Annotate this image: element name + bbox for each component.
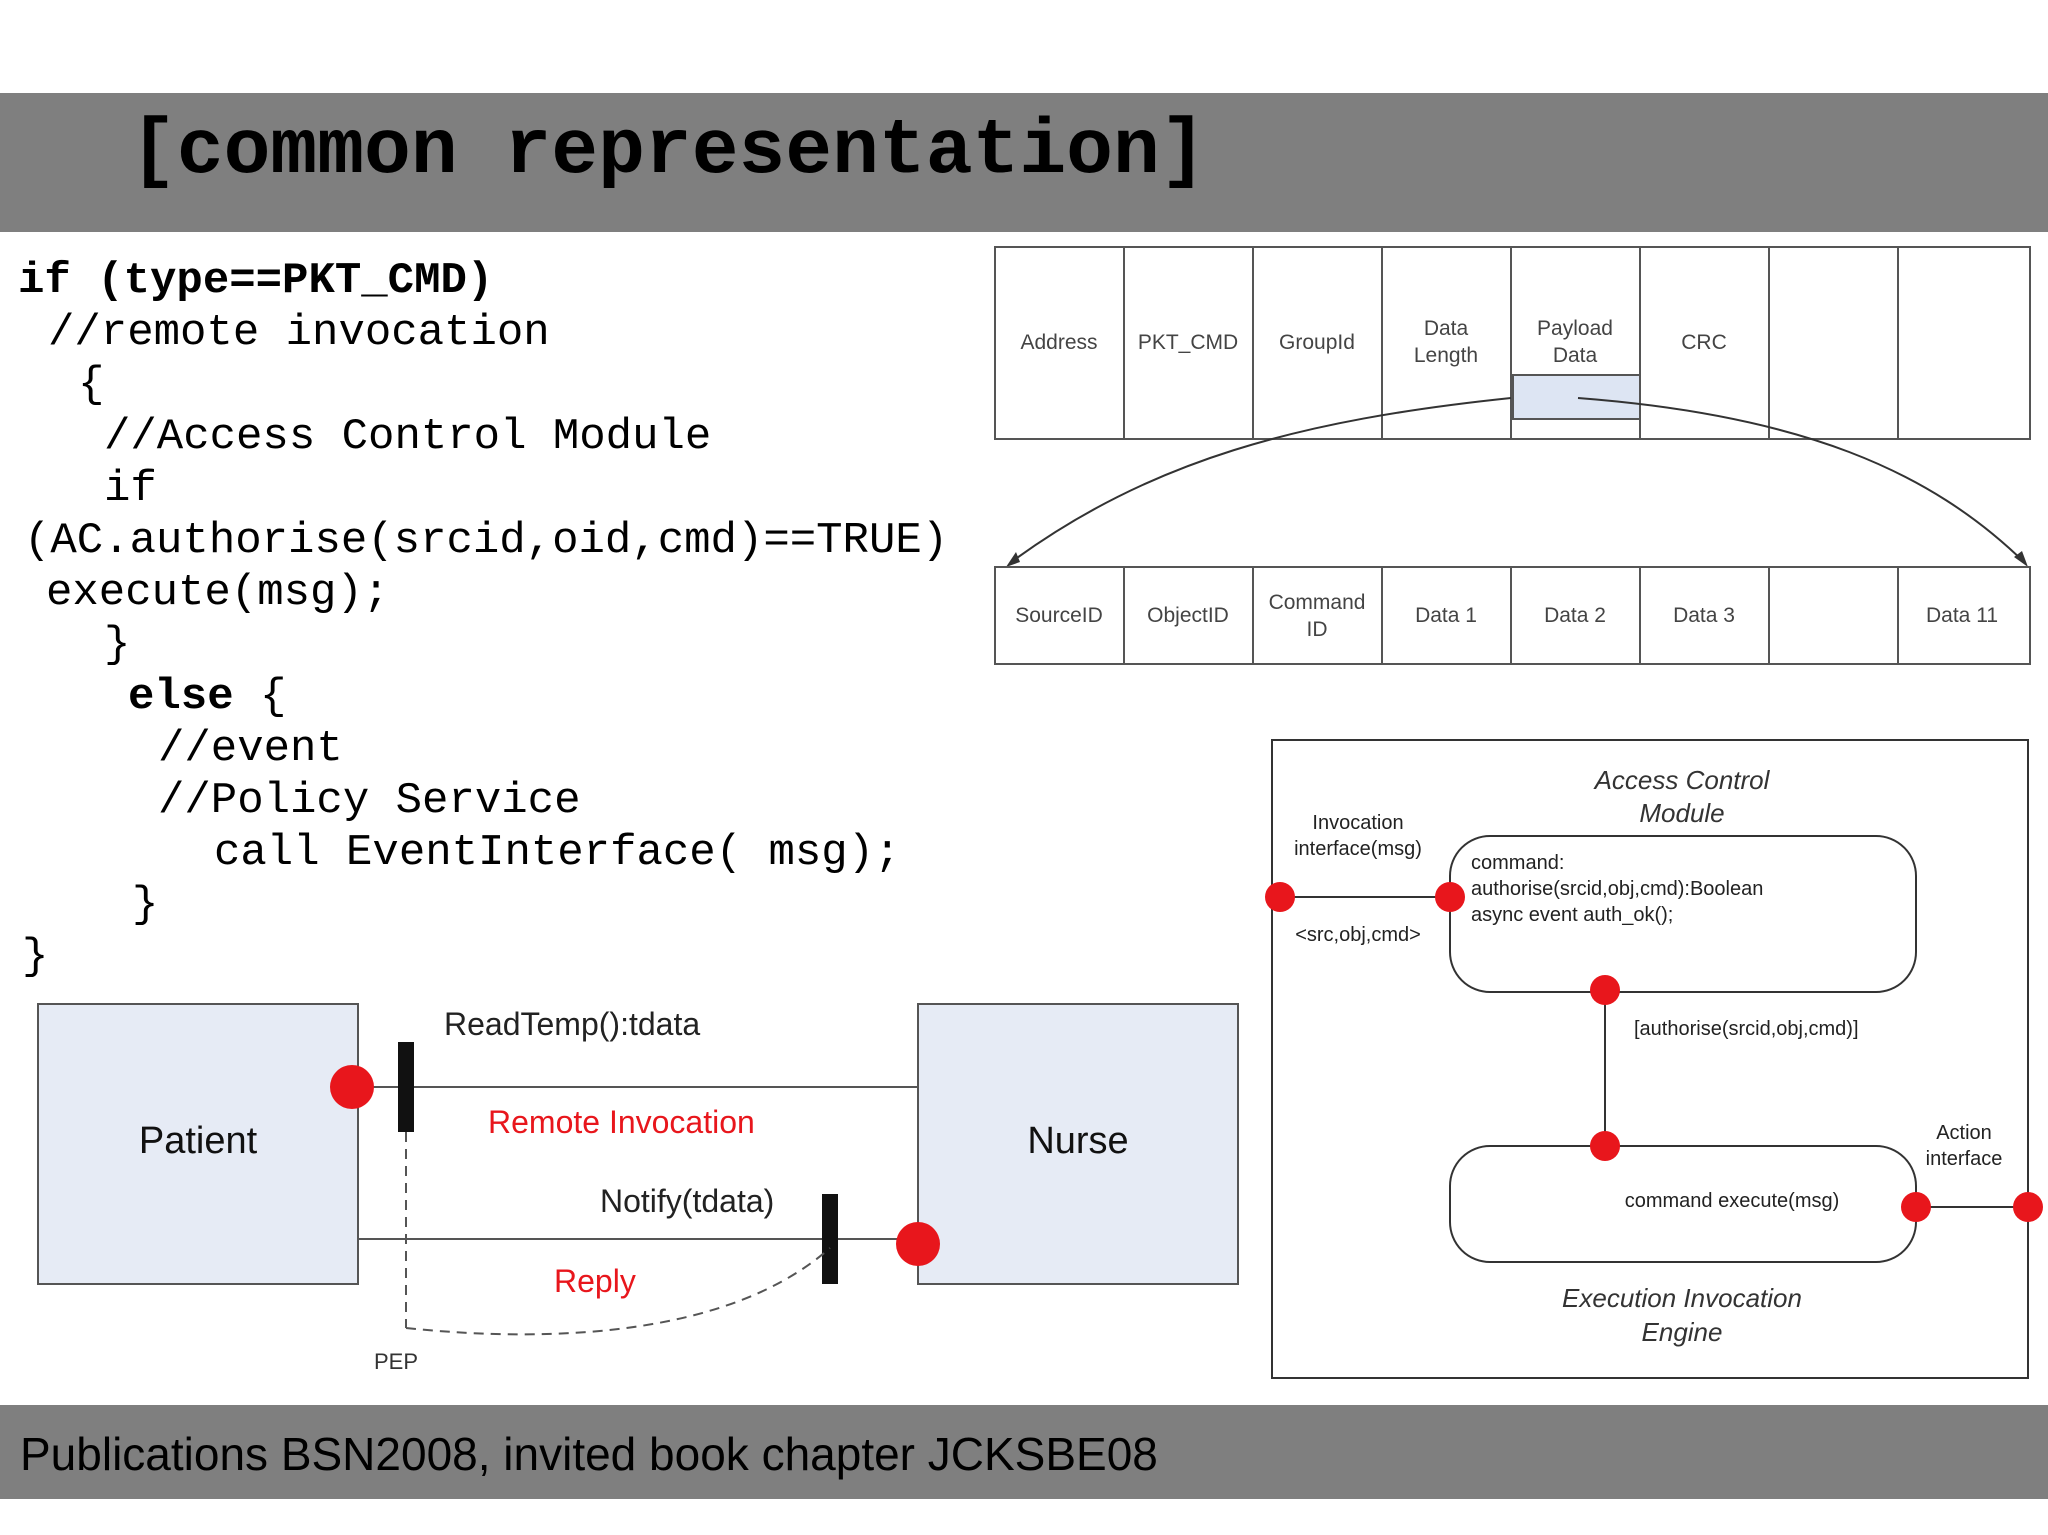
nurse-box [917,1003,1239,1285]
code-line: //Policy Service [158,776,581,826]
acm-event-line: async event auth_ok(); [1471,904,1673,926]
reply-dashed-curve [405,1247,831,1336]
reply-label: Reply [554,1263,636,1299]
pep-label: PEP [374,1349,418,1374]
acm-title: Access Control [1593,765,1771,795]
packet-field-groupid: GroupId [1279,331,1355,354]
packet-field-data-11: Data 11 [1926,604,1998,627]
execute-command-label: command execute(msg) [1625,1190,1840,1212]
packet-field-data-1: Data 1 [1415,604,1477,627]
payload-highlight [1512,374,1641,420]
guard-label: [authorise(srcid,obj,cmd)] [1634,1018,1859,1040]
acm-authorise-line: authorise(srcid,obj,cmd):Boolean [1471,878,1763,900]
engine-title: Engine [1642,1317,1723,1347]
packet-bottom-row [994,566,2031,665]
code-line: { [78,360,105,410]
arrow-head [2014,551,2028,567]
invocation-interface-label: interface(msg) [1294,838,1422,860]
engine-title: Execution Invocation [1562,1283,1802,1313]
nurse-label: Nurse [1027,1120,1128,1162]
pep-bar-left [398,1042,414,1132]
code-line: } [132,880,159,930]
code-line: //remote invocation [48,308,550,358]
packet-field-data-2: Data 2 [1544,604,1606,627]
engine-out-port-icon [1901,1192,1931,1222]
invocation-port-icon [1265,882,1295,912]
acm-title: Module [1639,798,1724,828]
acm-box [1449,835,1917,993]
packet-field-objectid: ObjectID [1147,604,1229,627]
src-obj-cmd-label: <src,obj,cmd> [1295,924,1421,946]
readtemp-label: ReadTemp():tdata [444,1006,700,1042]
else-keyword: else [128,672,234,722]
nurse-port-icon [896,1222,940,1266]
packet-field-sourceid: SourceID [1015,604,1103,627]
packet-field-address: Address [1020,331,1097,354]
code-fragment: { [233,672,287,722]
engine-in-port-icon [1590,1131,1620,1161]
code-line: if [104,464,157,514]
packet-field-data-3: Data 3 [1673,604,1735,627]
action-port-icon [2013,1192,2043,1222]
code-line: else { [128,671,286,723]
patient-label: Patient [139,1120,258,1162]
action-interface-label: interface [1926,1148,2003,1170]
code-line: if (type==PKT_CMD) [18,256,494,306]
pep-bar-right [822,1194,838,1284]
notify-label: Notify(tdata) [600,1183,774,1219]
acm-command-line: command: [1471,852,1564,874]
invocation-interface-label: Invocation [1312,812,1403,834]
code-line: execute(msg); [46,568,390,618]
remote-invocation-label: Remote Invocation [488,1104,755,1140]
expansion-arc-left [1009,397,1512,564]
code-line: //Access Control Module [104,412,712,462]
acm-port-icon [1435,882,1465,912]
acm-out-port-icon [1590,975,1620,1005]
code-line: } [104,620,131,670]
patient-port-icon [330,1065,374,1109]
packet-field-crc: CRC [1681,331,1727,354]
code-block: if (type==PKT_CMD) //remote invocation {… [0,255,1000,995]
footer-text: Publications BSN2008, invited book chapt… [20,1428,1158,1480]
arrow-head [1006,552,1020,567]
code-line: (AC.authorise(srcid,oid,cmd)==TRUE) [24,516,949,566]
code-line: //event [158,724,343,774]
packet-top-row [994,246,2031,440]
expansion-arc-right [1577,397,2026,564]
action-interface-label: Action [1936,1122,1992,1144]
footer-bar [0,1405,2048,1499]
code-line: call EventInterface( msg); [214,828,901,878]
packet-field-pkt-cmd: PKT_CMD [1138,331,1238,354]
code-line: } [22,932,49,982]
slide-title: [common representation] [130,108,1207,196]
title-bar [0,93,2048,232]
patient-box [37,1003,359,1285]
